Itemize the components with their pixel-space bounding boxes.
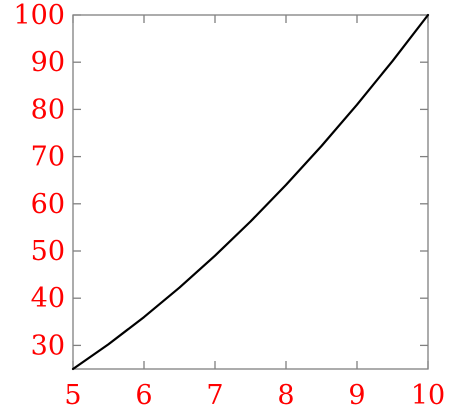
- x-tick-label: 6: [135, 380, 152, 411]
- y-tick-label: 50: [31, 236, 65, 267]
- y-tick-label: 80: [31, 94, 65, 125]
- x-tick-label: 7: [206, 380, 223, 411]
- x-tick-label: 8: [277, 380, 294, 411]
- x-tick-label: 10: [411, 380, 445, 411]
- y-tick-label: 60: [31, 189, 65, 220]
- y-tick-label: 40: [31, 283, 65, 314]
- plot-frame: [72, 14, 429, 370]
- series-line: [71, 13, 430, 371]
- y-tick-label: 100: [13, 0, 65, 31]
- x-tick-label: 9: [348, 380, 365, 411]
- x-tick-label: 5: [64, 380, 81, 411]
- y-tick-label: 30: [31, 330, 65, 361]
- y-tick-label: 70: [31, 142, 65, 173]
- y-tick-label: 90: [31, 47, 65, 78]
